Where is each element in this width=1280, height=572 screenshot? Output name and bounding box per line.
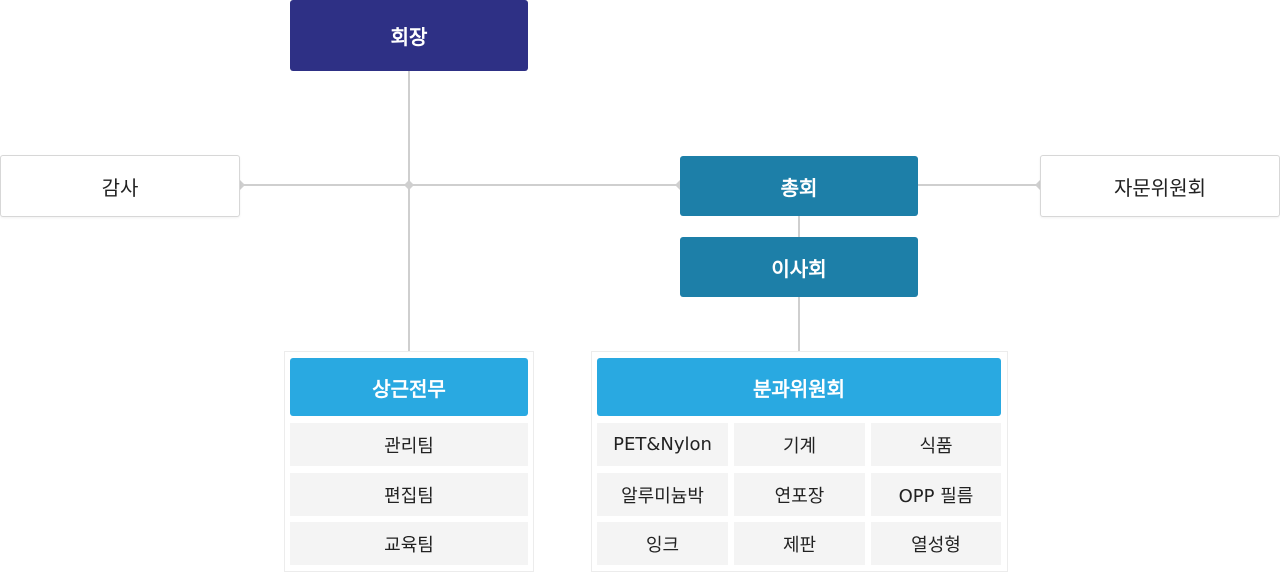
subcommittee-cell: 연포장 bbox=[734, 473, 865, 516]
team-cell: 관리팀 bbox=[290, 423, 528, 466]
auditor-label: 감사 bbox=[101, 175, 139, 200]
subcommittee-cell: 기계 bbox=[734, 423, 865, 466]
auditor-box: 감사 bbox=[0, 155, 240, 217]
chairman-label: 회장 bbox=[390, 25, 428, 49]
subcommittee-cell: 잉크 bbox=[597, 522, 728, 565]
standing-title: 상근전무 bbox=[372, 376, 446, 401]
subcommittee-cell: 알루미늄박 bbox=[597, 473, 728, 516]
team-cell: 편집팀 bbox=[290, 473, 528, 516]
subcommittee-label: 연포장 bbox=[774, 485, 825, 507]
subcommittee-cell: OPP 필름 bbox=[871, 473, 1001, 516]
general-meeting-label: 총회 bbox=[780, 175, 818, 200]
chairman-box: 회장 bbox=[290, 0, 528, 71]
team-label: 편집팀 bbox=[384, 485, 434, 507]
subcommittee-cell: 제판 bbox=[734, 522, 865, 565]
subcommittee-header: 분과위원회 bbox=[597, 358, 1001, 416]
subcommittee-label: 기계 bbox=[782, 435, 817, 457]
subcommittee-title: 분과위원회 bbox=[753, 376, 845, 401]
general-meeting-box: 총회 bbox=[680, 156, 918, 216]
subcommittee-label: OPP 필름 bbox=[898, 485, 974, 507]
subcommittee-cell: 열성형 bbox=[871, 522, 1001, 565]
subcommittee-cell: PET&Nylon bbox=[597, 423, 728, 466]
subcommittee-label: PET&Nylon bbox=[613, 434, 712, 455]
subcommittee-label: 잉크 bbox=[645, 534, 680, 556]
subcommittee-label: 알루미늄박 bbox=[621, 485, 704, 507]
advisory-committee-box: 자문위원회 bbox=[1040, 155, 1280, 217]
subcommittee-label: 식품 bbox=[919, 435, 953, 457]
team-cell: 교육팀 bbox=[290, 522, 528, 565]
subcommittee-cell: 식품 bbox=[871, 423, 1001, 466]
team-label: 관리팀 bbox=[384, 435, 434, 457]
subcommittee-label: 열성형 bbox=[911, 534, 961, 556]
board-box: 이사회 bbox=[680, 237, 918, 297]
team-label: 교육팀 bbox=[384, 534, 434, 556]
subcommittee-label: 제판 bbox=[782, 534, 817, 556]
board-label: 이사회 bbox=[771, 256, 827, 281]
advisory-committee-label: 자문위원회 bbox=[1114, 175, 1206, 200]
standing-header: 상근전무 bbox=[290, 358, 528, 416]
